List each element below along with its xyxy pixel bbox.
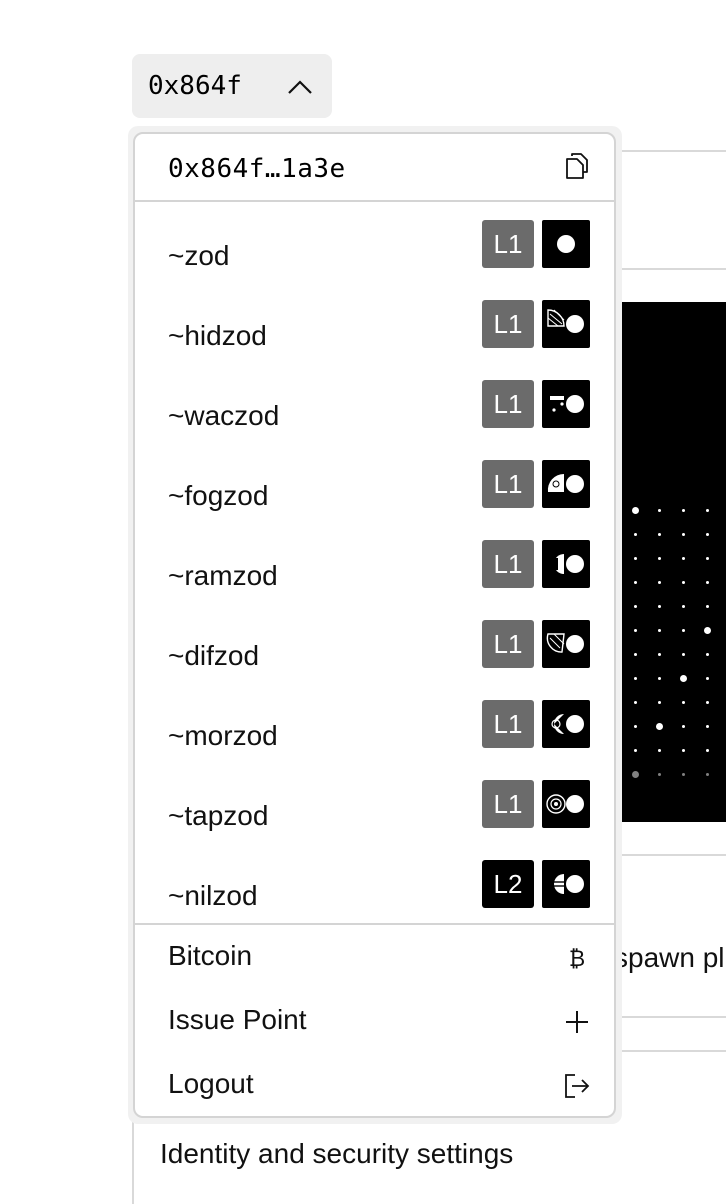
layer-badge: L1 xyxy=(482,380,534,428)
background-divider xyxy=(615,854,726,856)
menu-divider xyxy=(135,923,614,925)
point-name: ~fogzod xyxy=(168,480,269,511)
point-list-item[interactable]: ~zod L1 xyxy=(135,216,614,296)
point-sigil-icon xyxy=(542,700,590,748)
point-name: ~tapzod xyxy=(168,800,269,831)
account-short-address: 0x864f xyxy=(148,71,242,101)
point-sigil-icon xyxy=(542,220,590,268)
point-sigil-icon xyxy=(542,620,590,668)
point-name: ~morzod xyxy=(168,720,278,751)
point-sigil-icon xyxy=(542,300,590,348)
layer-badge: L1 xyxy=(482,700,534,748)
point-list-item[interactable]: ~tapzod L1 xyxy=(135,776,614,856)
point-name: ~waczod xyxy=(168,400,280,431)
wallet-address: 0x864f…1a3e xyxy=(168,154,346,184)
point-sigil-icon xyxy=(542,860,590,908)
point-list-item[interactable]: ~morzod L1 xyxy=(135,696,614,776)
point-list-item[interactable]: ~difzod L1 xyxy=(135,616,614,696)
point-sigil-icon xyxy=(542,460,590,508)
large-sigil-image xyxy=(615,302,726,822)
background-divider xyxy=(615,268,726,270)
point-name: ~nilzod xyxy=(168,880,258,911)
identity-settings-link[interactable]: Identity and security settings xyxy=(160,1138,514,1169)
point-name: ~difzod xyxy=(168,640,260,671)
background-divider xyxy=(615,150,726,152)
layer-badge: L2 xyxy=(482,860,534,908)
background-divider xyxy=(615,1016,726,1018)
point-list-item[interactable]: ~waczod L1 xyxy=(135,376,614,456)
layer-badge: L1 xyxy=(482,300,534,348)
menu-header: 0x864f…1a3e xyxy=(135,134,614,202)
logout-menu-item[interactable]: Logout xyxy=(135,1054,614,1116)
layer-badge: L1 xyxy=(482,620,534,668)
point-sigil-icon xyxy=(542,780,590,828)
layer-badge: L1 xyxy=(482,540,534,588)
chevron-up-icon xyxy=(288,80,312,94)
point-name: ~zod xyxy=(168,240,230,271)
logout-icon xyxy=(565,1074,590,1098)
point-name: ~ramzod xyxy=(168,560,278,591)
point-list-item[interactable]: ~ramzod L1 xyxy=(135,536,614,616)
point-name: ~hidzod xyxy=(168,320,267,351)
layer-badge: L1 xyxy=(482,220,534,268)
bitcoin-menu-item[interactable]: Bitcoin ₿ xyxy=(135,926,614,990)
layer-badge: L1 xyxy=(482,780,534,828)
issue-point-menu-item[interactable]: Issue Point xyxy=(135,990,614,1054)
logout-label: Logout xyxy=(168,1068,254,1099)
point-sigil-icon xyxy=(542,380,590,428)
plus-icon xyxy=(566,1011,588,1033)
point-list-item[interactable]: ~hidzod L1 xyxy=(135,296,614,376)
point-sigil-icon xyxy=(542,540,590,588)
svg-text:₿: ₿ xyxy=(569,947,585,972)
issue-point-label: Issue Point xyxy=(168,1004,307,1035)
spawn-text: spawn pl xyxy=(614,942,725,973)
account-menu-button[interactable]: 0x864f xyxy=(132,54,332,118)
point-list-item[interactable]: ~fogzod L1 xyxy=(135,456,614,536)
layer-badge: L1 xyxy=(482,460,534,508)
bitcoin-label: Bitcoin xyxy=(168,940,253,971)
bitcoin-icon: ₿ xyxy=(569,947,585,972)
background-divider xyxy=(615,1050,726,1052)
copy-icon[interactable] xyxy=(565,152,589,180)
point-list-item[interactable]: ~nilzod L2 xyxy=(135,856,614,936)
